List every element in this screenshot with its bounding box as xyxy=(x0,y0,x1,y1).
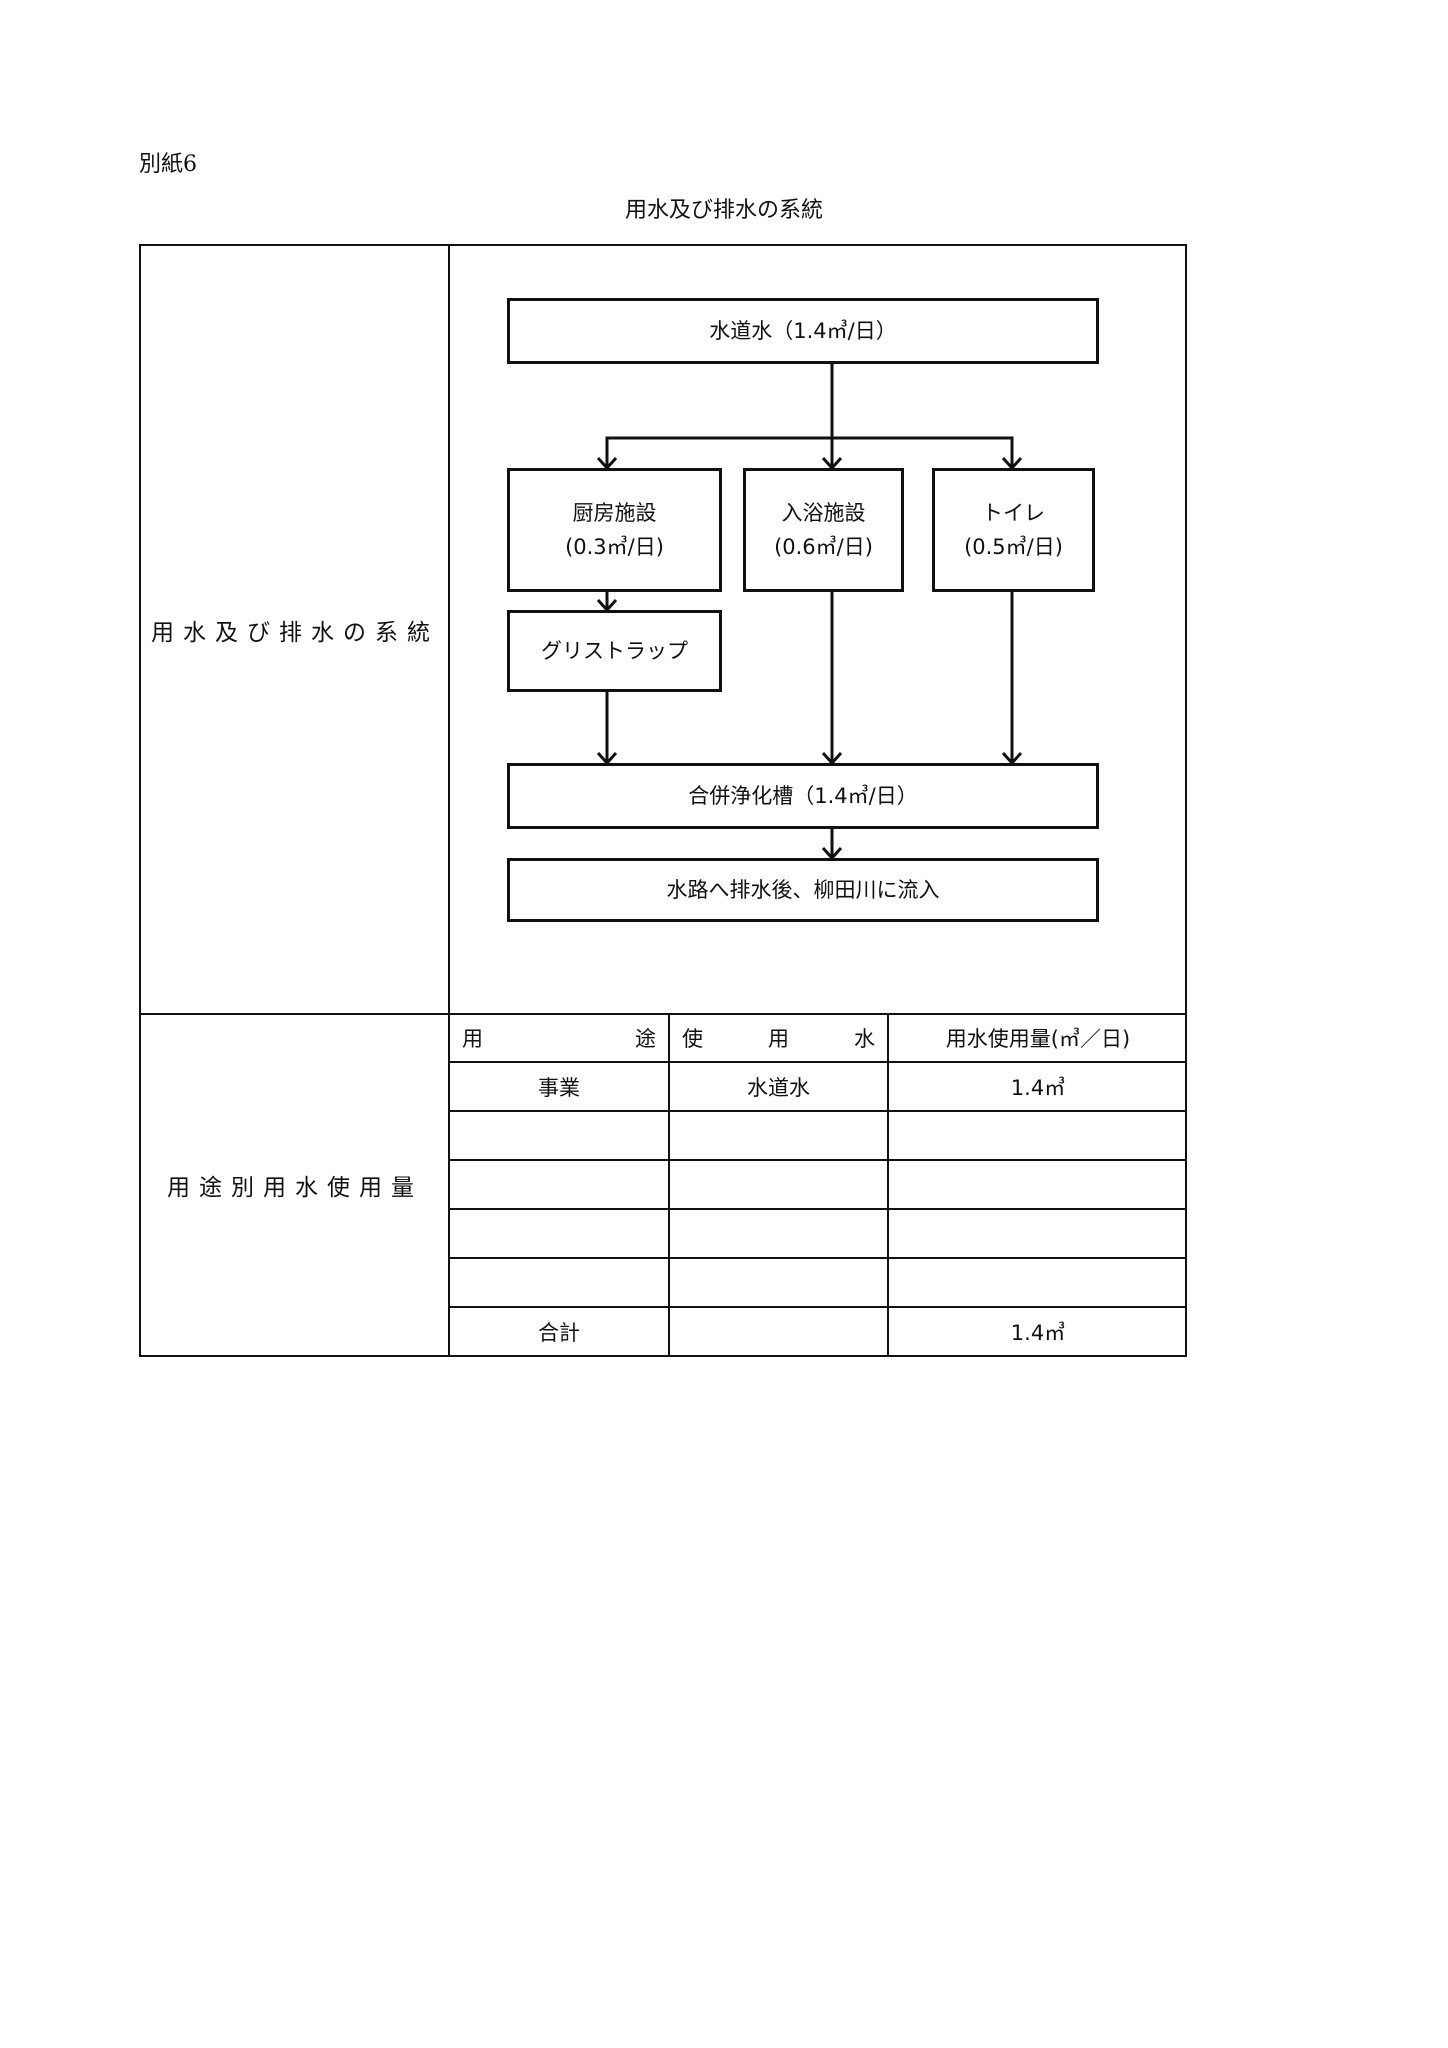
septic-tank-label: 合併浄化槽（1.4㎥/日） xyxy=(688,784,918,808)
usage-row-line-3 xyxy=(448,1159,1187,1161)
usage-col-divider-1 xyxy=(668,1013,670,1357)
water-supply-box: 水道水（1.4㎥/日） xyxy=(507,298,1099,364)
toilet-facility-box: トイレ (0.5㎥/日) xyxy=(932,468,1095,592)
document-title: 用水及び排水の系統 xyxy=(624,198,823,223)
header-amount: 用水使用量(㎥／日) xyxy=(945,1027,1131,1051)
usage-row-line-2 xyxy=(448,1110,1187,1112)
header-use: 用 途 xyxy=(450,1015,668,1061)
discharge-box: 水路へ排水後、柳田川に流入 xyxy=(507,858,1099,922)
discharge-label: 水路へ排水後、柳田川に流入 xyxy=(666,878,940,902)
header-water-char-1: 使 xyxy=(682,1027,703,1051)
row3-amount xyxy=(889,1161,1187,1208)
bath-facility-name: 入浴施設 xyxy=(781,501,866,525)
water-supply-label: 水道水（1.4㎥/日） xyxy=(709,319,897,343)
total-water xyxy=(670,1308,887,1355)
row4-amount xyxy=(889,1210,1187,1257)
row2-water xyxy=(670,1112,887,1159)
section-divider xyxy=(139,1013,1187,1015)
header-water: 使 用 水 xyxy=(670,1015,887,1061)
label-column-divider xyxy=(448,244,450,1357)
bath-facility-amount: (0.6㎥/日) xyxy=(774,535,873,559)
row3-water xyxy=(670,1161,887,1208)
row3-use xyxy=(450,1161,668,1208)
toilet-facility-name: トイレ xyxy=(982,501,1045,525)
grease-trap-label: グリストラップ xyxy=(541,639,688,663)
row4-water xyxy=(670,1210,887,1257)
attachment-label: 別紙6 xyxy=(139,152,197,177)
bath-facility-box: 入浴施設 (0.6㎥/日) xyxy=(743,468,904,592)
grease-trap-box: グリストラップ xyxy=(507,610,722,692)
row1-use: 事業 xyxy=(538,1075,580,1100)
row2-use xyxy=(450,1112,668,1159)
header-water-char-3: 水 xyxy=(854,1027,875,1051)
header-water-char-2: 用 xyxy=(768,1027,789,1051)
header-use-char-2: 途 xyxy=(635,1027,656,1051)
usage-col-divider-2 xyxy=(887,1013,889,1357)
row4-use xyxy=(450,1210,668,1257)
usage-row-line-1 xyxy=(448,1061,1187,1063)
header-use-char-1: 用 xyxy=(462,1027,483,1051)
total-use: 合計 xyxy=(538,1320,580,1345)
row5-water xyxy=(670,1259,887,1306)
kitchen-facility-box: 厨房施設 (0.3㎥/日) xyxy=(507,468,722,592)
row5-amount xyxy=(889,1259,1187,1306)
row5-use xyxy=(450,1259,668,1306)
total-amount: 1.4㎥ xyxy=(1010,1320,1066,1345)
usage-row-line-4 xyxy=(448,1208,1187,1210)
usage-row-label: 用途別用水使用量 xyxy=(167,1175,423,1201)
toilet-facility-amount: (0.5㎥/日) xyxy=(964,535,1063,559)
flow-row-label: 用水及び排水の系統 xyxy=(151,620,439,646)
row1-water: 水道水 xyxy=(747,1075,810,1100)
kitchen-facility-name: 厨房施設 xyxy=(572,501,657,525)
row1-amount: 1.4㎥ xyxy=(1010,1075,1066,1100)
usage-row-line-5 xyxy=(448,1257,1187,1259)
kitchen-facility-amount: (0.3㎥/日) xyxy=(565,535,664,559)
usage-row-line-6 xyxy=(448,1306,1187,1308)
row2-amount xyxy=(889,1112,1187,1159)
septic-tank-box: 合併浄化槽（1.4㎥/日） xyxy=(507,763,1099,829)
main-table-frame xyxy=(139,244,1187,1357)
